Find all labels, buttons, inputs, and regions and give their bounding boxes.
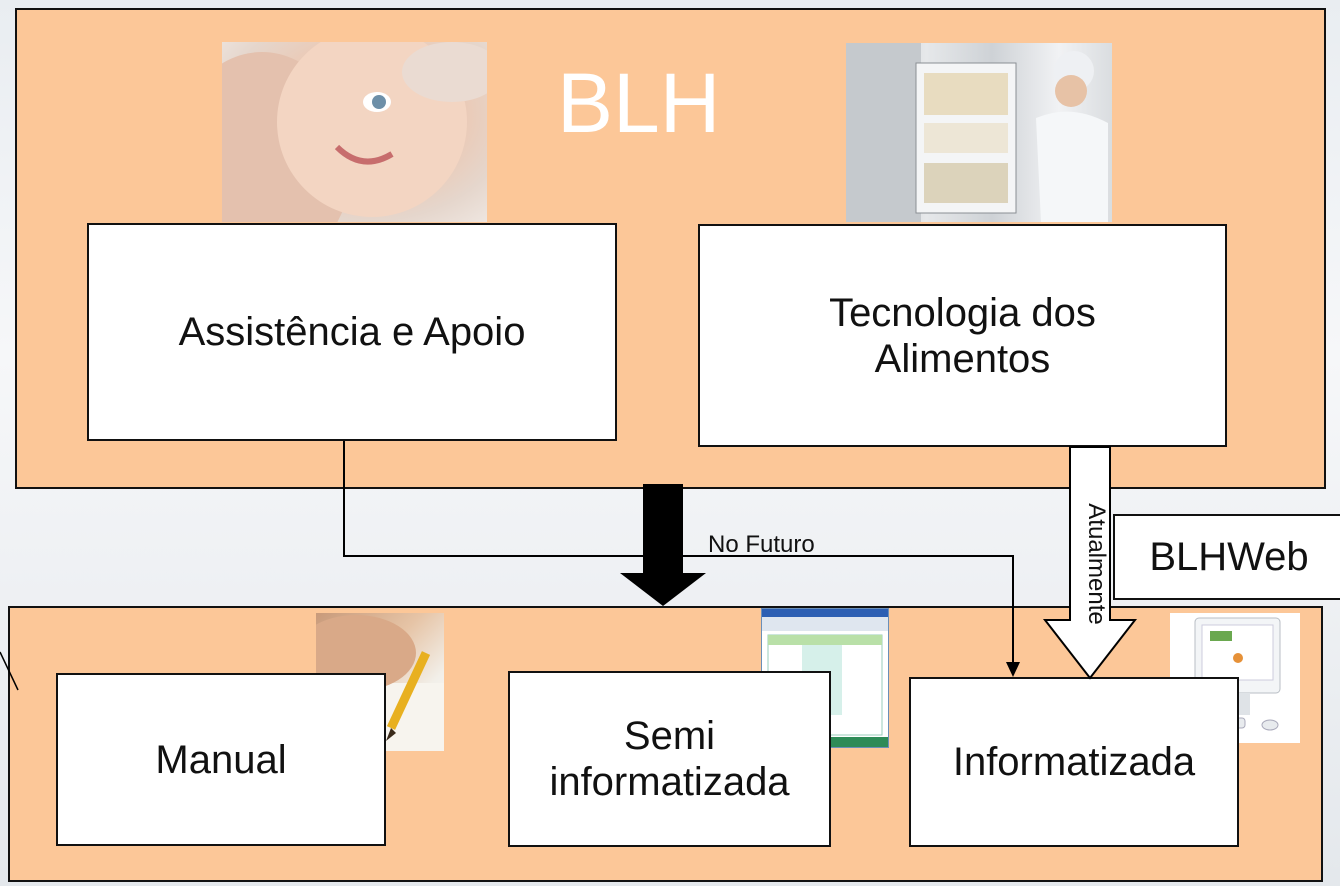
informatizada-label: Informatizada — [952, 740, 1196, 784]
no-futuro-label: No Futuro — [708, 531, 815, 558]
informatizada-box: Informatizada — [909, 677, 1239, 847]
tecnologia-alimentos-box: Tecnologia dos Alimentos — [698, 224, 1227, 447]
tecnologia-label-line2: Alimentos — [874, 336, 1051, 381]
assistencia-apoio-box: Assistência e Apoio — [87, 223, 617, 441]
manual-box: Manual — [56, 673, 386, 846]
semi-label-line1: Semi — [623, 714, 716, 758]
tecnologia-label-line1: Tecnologia dos — [829, 290, 1096, 335]
future-big-arrow — [620, 484, 706, 606]
assistencia-apoio-label: Assistência e Apoio — [178, 310, 526, 354]
manual-label: Manual — [155, 737, 287, 782]
semi-informatizada-box: Semi informatizada — [508, 671, 831, 847]
blh-title: BLH — [557, 56, 721, 150]
semi-label-line2: informatizada — [549, 760, 790, 804]
baby-breastfeeding-photo — [222, 42, 487, 222]
atualmente-label: Atualmente — [1083, 503, 1110, 625]
blhweb-label: BLHWeb — [1149, 535, 1309, 579]
milk-fridge-photo — [846, 43, 1112, 222]
blhweb-box: BLHWeb — [1113, 514, 1340, 600]
